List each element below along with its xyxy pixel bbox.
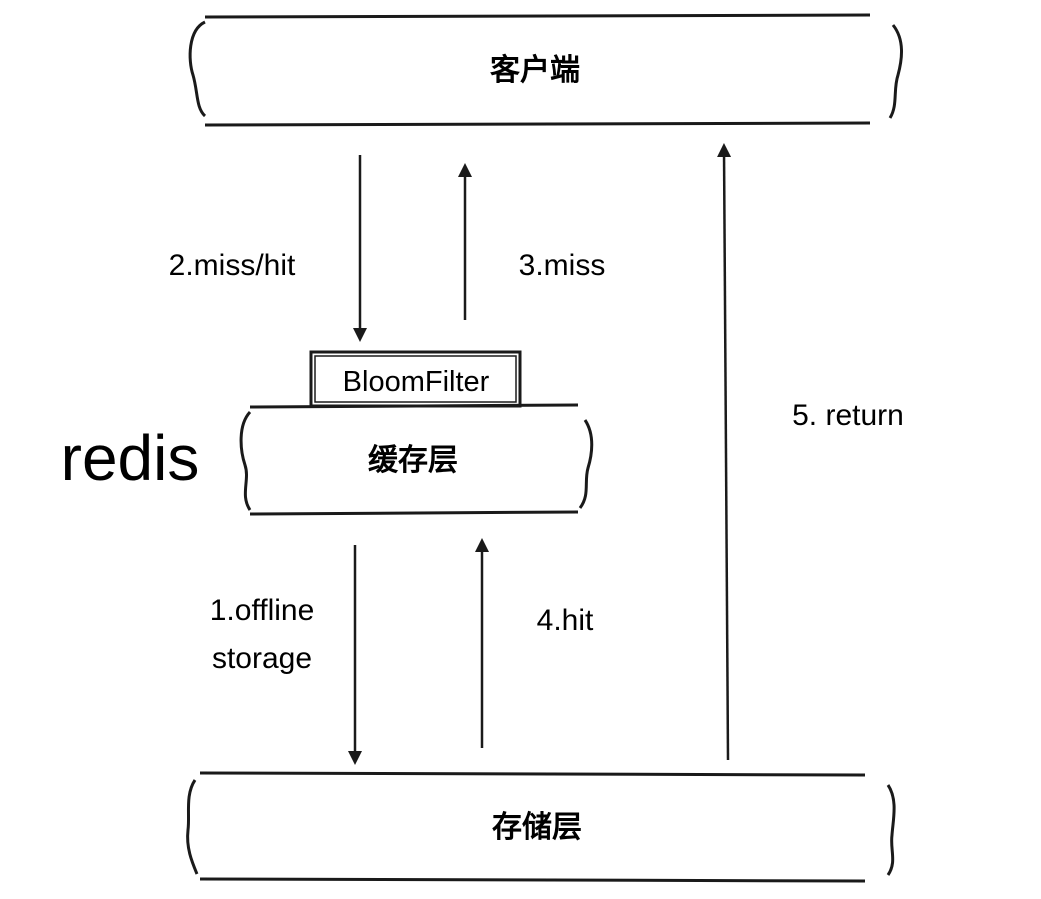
cache-right-bracket bbox=[578, 419, 594, 509]
arrow-return bbox=[717, 143, 732, 761]
client-layer-label: 客户端 bbox=[490, 53, 580, 88]
storage-left-bracket bbox=[186, 779, 199, 875]
storage-layer-label: 存储层 bbox=[492, 810, 582, 845]
arrow-offline-label-line2: storage bbox=[212, 642, 312, 675]
arrow-miss-hit-label: 2.miss/hit bbox=[169, 249, 296, 282]
client-layer: 客户端 bbox=[188, 13, 903, 127]
storage-right-bracket bbox=[886, 784, 896, 876]
cache-layer: 缓存层 bbox=[239, 403, 594, 516]
bloom-filter-box: BloomFilter bbox=[309, 350, 522, 408]
arrow-miss-label: 3.miss bbox=[519, 249, 606, 282]
arrow-return-label: 5. return bbox=[792, 399, 904, 432]
cache-layer-label: 缓存层 bbox=[368, 443, 458, 478]
client-right-bracket bbox=[888, 24, 903, 119]
bloom-filter-label: BloomFilter bbox=[343, 366, 490, 398]
cache-left-bracket bbox=[239, 410, 252, 511]
redis-label: redis bbox=[61, 422, 200, 494]
arrow-offline-label-line1: 1.offline bbox=[210, 594, 315, 627]
client-left-bracket bbox=[188, 20, 207, 118]
storage-layer: 存储层 bbox=[186, 771, 896, 883]
arrow-hit-label: 4.hit bbox=[537, 604, 594, 637]
